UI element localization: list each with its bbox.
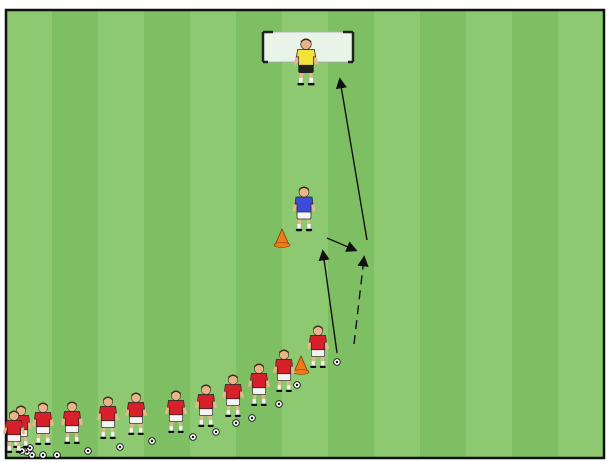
ball-icon [334, 359, 341, 366]
ball-icon [294, 382, 301, 389]
ball-icon [233, 420, 240, 427]
pitch-stripe [6, 10, 52, 458]
pitch-stripe [98, 10, 144, 458]
pitch-stripes [6, 10, 604, 458]
ball-icon [276, 401, 283, 408]
pitch-stripe [374, 10, 420, 458]
pitch-stripe [52, 10, 98, 458]
pitch-stripe [558, 10, 604, 458]
ball-icon [40, 452, 47, 459]
ball-icon [54, 452, 61, 459]
ball-icon [117, 444, 124, 451]
ball-icon [190, 434, 197, 441]
ball-icon [85, 448, 92, 455]
pitch-stripe [420, 10, 466, 458]
pitch-stripe [512, 10, 558, 458]
ball-icon [213, 429, 220, 436]
ball-icon [149, 438, 156, 445]
pitch-stripe [466, 10, 512, 458]
ball-icon [249, 415, 256, 422]
pitch-stripe [328, 10, 374, 458]
ball-icon [27, 445, 34, 452]
pitch-stripe [144, 10, 190, 458]
